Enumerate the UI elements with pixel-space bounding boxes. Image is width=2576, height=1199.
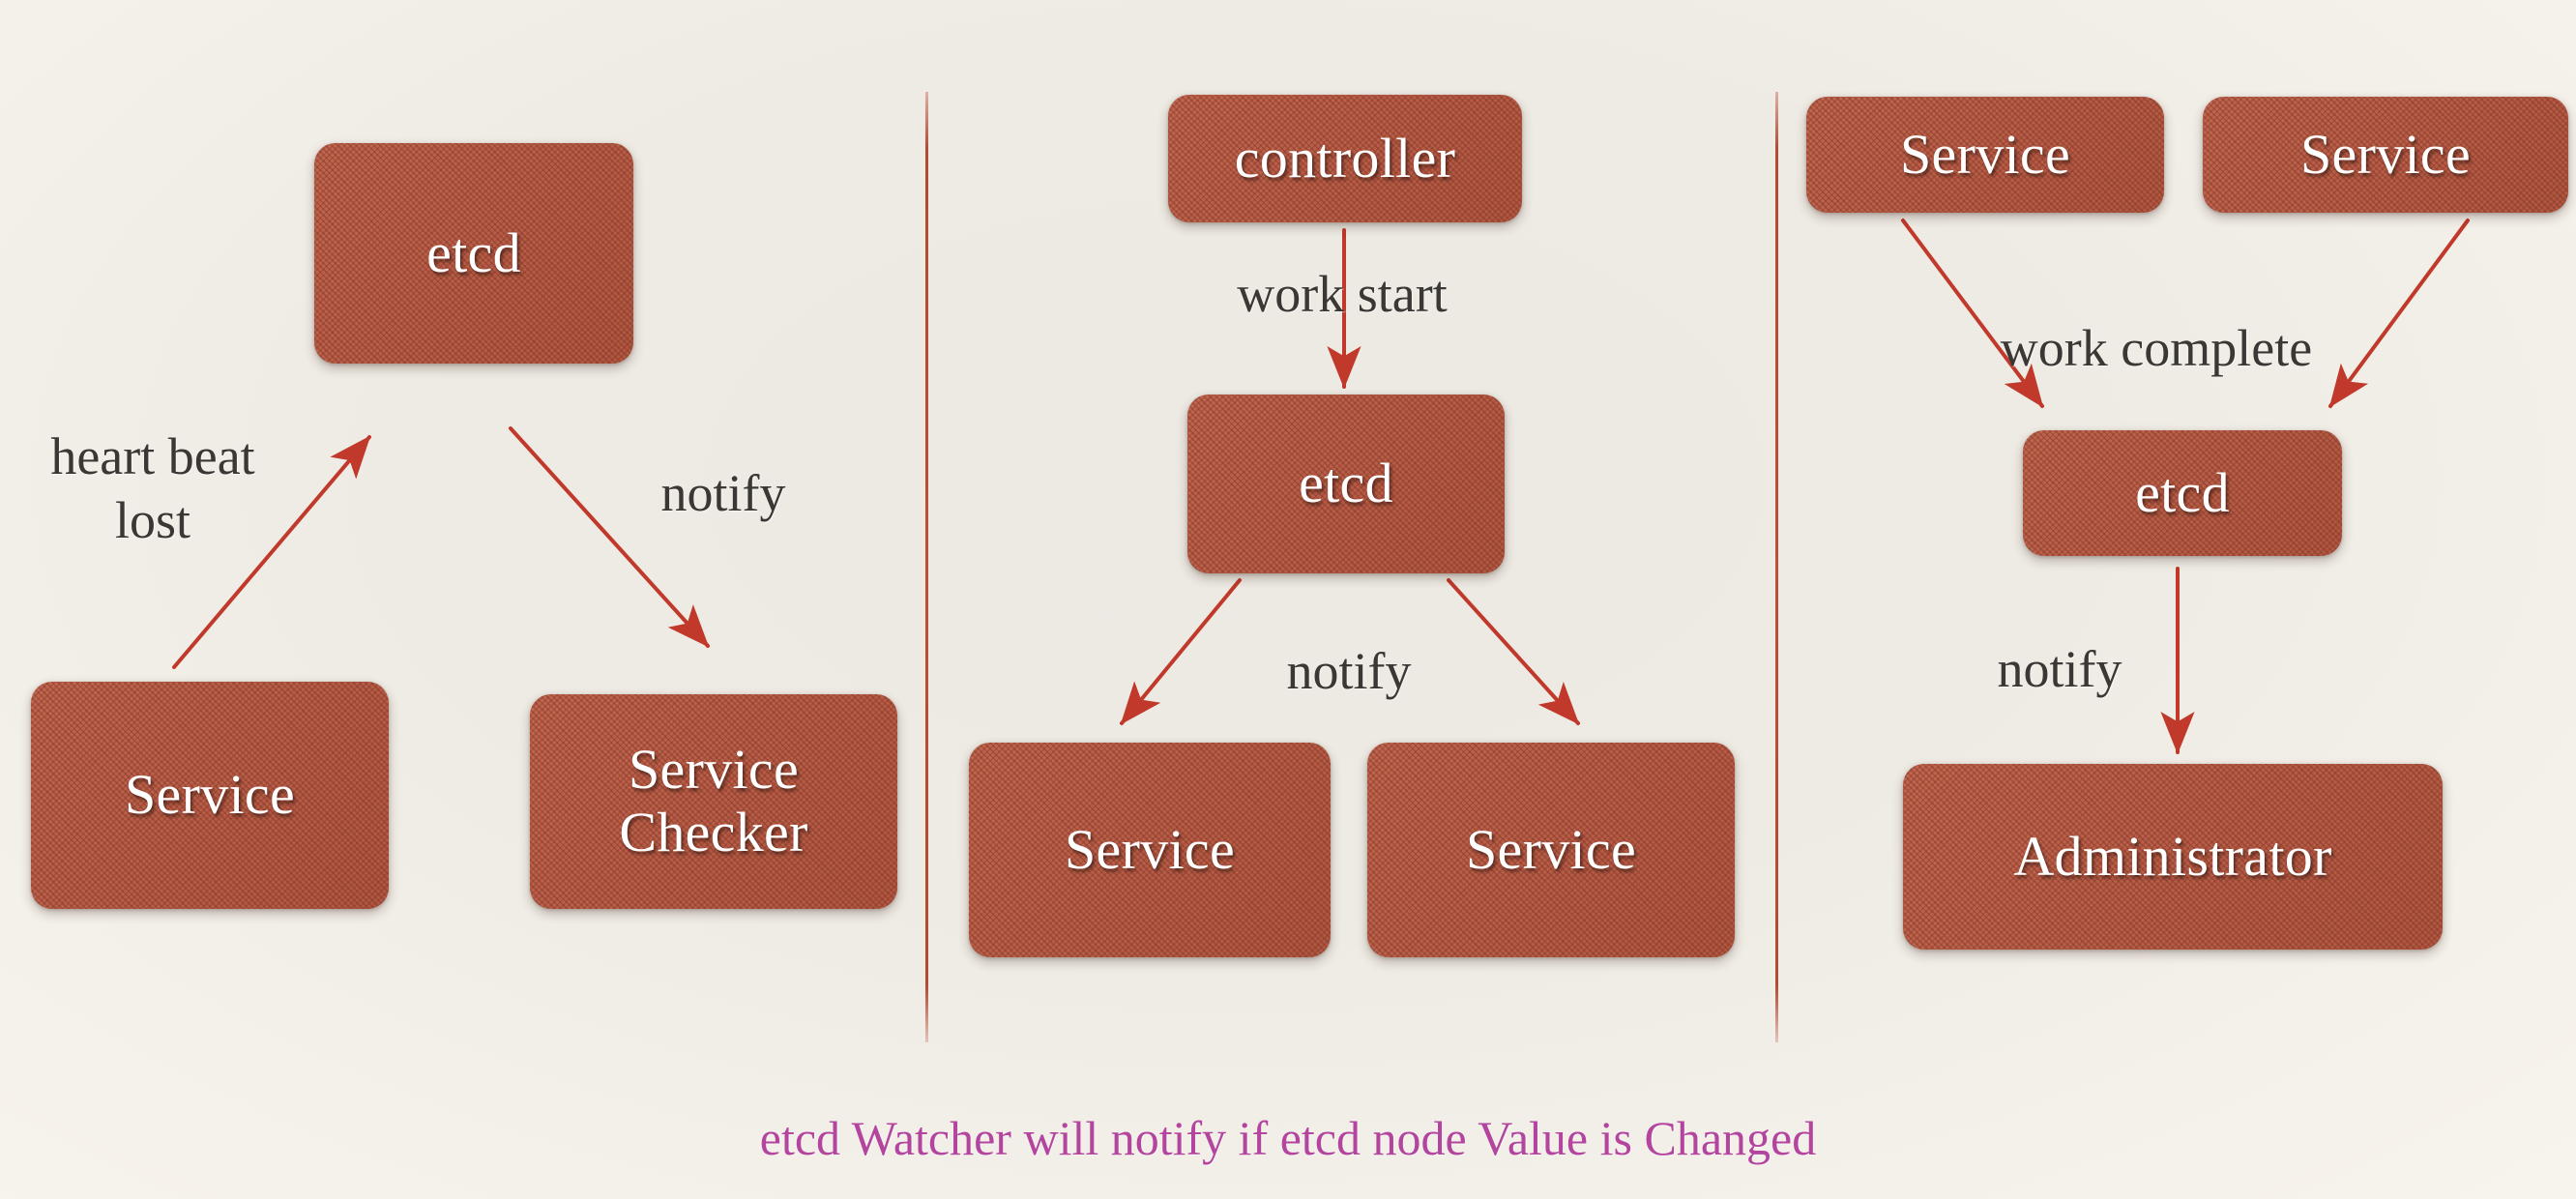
arrow-arrow-etcd-to-service-right [1447, 578, 1580, 725]
node-right-etcd[interactable]: etcd [2023, 430, 2342, 556]
arrow-arrow-etcd-to-checker [509, 426, 710, 648]
edge-label-notify-right: notify [1997, 640, 2122, 698]
edge-label-work-complete-label: work complete [2000, 319, 2313, 377]
node-label: etcd [1299, 452, 1393, 515]
arrow-arrow-etcd-to-service-left [1120, 578, 1242, 725]
node-left-etcd[interactable]: etcd [314, 143, 633, 364]
node-label: Service [1064, 817, 1235, 881]
node-left-service[interactable]: Service [31, 682, 389, 909]
node-label: Administrator [2013, 824, 2332, 888]
node-mid-service-right[interactable]: Service [1367, 743, 1735, 957]
edge-label-notify-left: notify [660, 464, 786, 522]
node-label: Service [2299, 122, 2471, 186]
node-label: Service [124, 763, 295, 827]
edge-label-notify-middle: notify [1286, 642, 1412, 700]
node-right-administrator[interactable]: Administrator [1903, 764, 2443, 950]
node-right-service-right[interactable]: Service [2203, 97, 2568, 213]
node-label: etcd [426, 220, 521, 284]
node-label: controller [1234, 126, 1456, 190]
node-right-service-left[interactable]: Service [1806, 97, 2164, 213]
node-mid-controller[interactable]: controller [1168, 95, 1522, 222]
node-label: etcd [2135, 460, 2230, 524]
node-mid-etcd[interactable]: etcd [1187, 395, 1505, 573]
diagram-caption: etcd Watcher will notify if etcd node Va… [759, 1111, 1817, 1165]
node-label: Service [1899, 122, 2070, 186]
node-mid-service-left[interactable]: Service [969, 743, 1331, 957]
divider-right [1775, 92, 1778, 1042]
edge-label-work-start-label: work start [1237, 265, 1448, 323]
node-label: Service [1465, 817, 1636, 881]
divider-left [925, 92, 928, 1042]
